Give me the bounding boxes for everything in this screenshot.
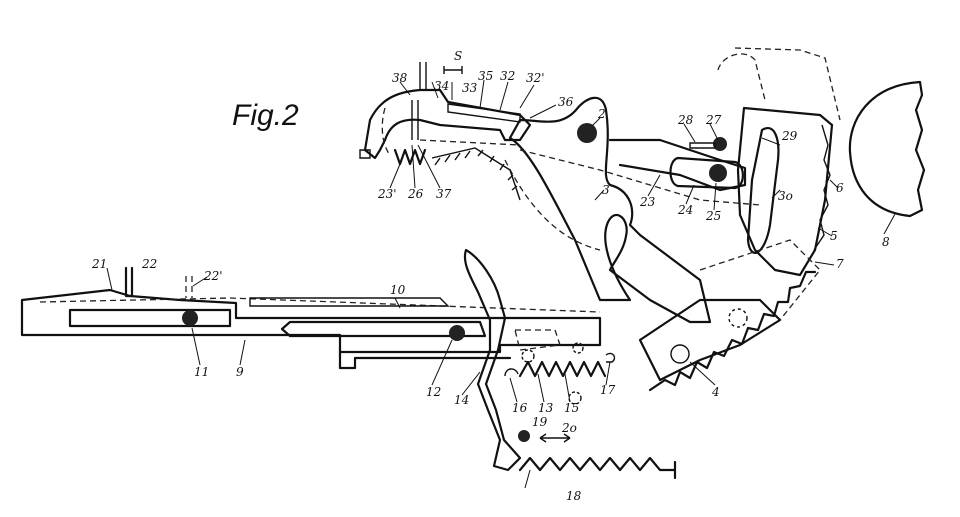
label-33: 33 [462,81,478,95]
sector-5 [717,47,841,277]
label-8: 8 [882,235,890,249]
slot-24 [669,137,744,190]
leader-lines [106,79,896,489]
spring-15 [518,360,607,378]
pivot-2 [577,123,597,143]
label-11: 11 [194,365,209,379]
strip-10 [249,297,450,307]
toothed-rack-7 [638,239,821,392]
arm-3 [504,96,761,324]
label-36: 36 [558,95,574,109]
label-28: 28 [677,113,694,127]
label-37: 37 [436,187,452,201]
dimension-s [443,66,463,74]
label-32: 32 [500,69,515,83]
label-38: 38 [392,71,408,85]
label-32-prime: 32' [526,71,545,85]
spring-18 [518,456,677,480]
label-24: 24 [677,203,693,217]
label-18: 18 [566,489,582,503]
label-3: 3 [602,183,610,197]
label-9: 9 [236,365,244,379]
stop-22-prime [185,276,193,298]
pin-19 [518,430,530,442]
stop-22 [124,266,134,298]
pawl-assembly [359,62,532,201]
label-23-prime: 23' [377,187,397,201]
pin-25 [709,164,727,182]
lever-14 [463,248,522,472]
platen-8 [848,80,926,218]
pin-12 [449,325,465,341]
arrow-20 [539,433,571,443]
label-2: 2 [597,107,606,121]
label-19: 19 [532,415,548,429]
reference-labels: 2 3 4 5 6 7 8 9 10 11 12 13 14 15 16 17 … [91,49,890,503]
label-30: 3o [778,189,793,203]
pivot-4-dashed [728,308,748,328]
label-29: 29 [781,129,798,143]
label-7: 7 [836,257,844,271]
label-34: 34 [434,79,449,93]
label-13: 13 [538,401,554,415]
label-17: 17 [600,383,616,397]
label-22: 22 [141,257,157,271]
label-12: 12 [426,385,441,399]
label-25: 25 [705,209,721,223]
label-26: 26 [407,187,424,201]
label-22-prime: 22' [203,269,223,283]
label-4: 4 [711,385,720,399]
pivot-4 [670,344,690,364]
label-5: 5 [830,229,838,243]
label-23: 23 [639,195,656,209]
figure-title: Fig.2 [232,99,299,132]
label-6: 6 [836,181,844,195]
label-20: 2o [561,421,577,435]
pin-11 [182,310,198,326]
label-35: 35 [478,69,493,83]
label-s: S [454,49,462,63]
label-21: 21 [91,257,107,271]
label-15: 15 [564,401,579,415]
slide-bar-9 [20,288,602,370]
label-10: 10 [390,283,406,297]
label-27: 27 [705,113,722,127]
label-14: 14 [454,393,469,407]
link-13 [504,329,616,405]
pin-27 [713,137,727,151]
label-16: 16 [512,401,528,415]
